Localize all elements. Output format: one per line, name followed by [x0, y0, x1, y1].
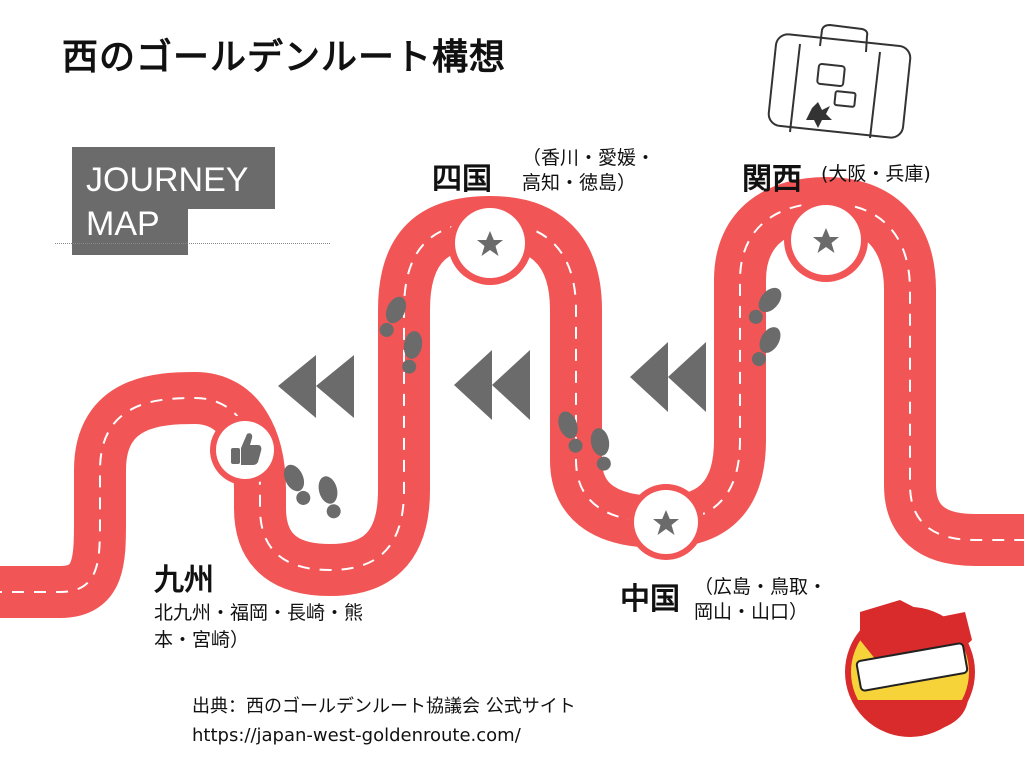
region-name-chugoku: 中国 — [620, 582, 680, 617]
source-url[interactable]: https://japan-west-goldenroute.com/ — [192, 725, 521, 746]
region-detail-kyushu-1: 北九州・福岡・長崎・熊 — [154, 602, 364, 624]
region-name-kyushu: 九州 — [154, 563, 214, 598]
marker-shikoku — [448, 201, 532, 285]
marker-kansai — [784, 198, 868, 282]
region-detail-kyushu-2: 本・宮崎） — [154, 629, 250, 651]
region-detail-chugoku-1: （広島・鳥取・ — [694, 576, 828, 598]
region-detail-shikoku-1: （香川・愛媛・ — [522, 147, 656, 169]
suitcase-icon — [767, 23, 912, 139]
journey-divider — [55, 243, 330, 244]
region-detail-kansai: (大阪・兵庫) — [821, 163, 931, 185]
region-detail-shikoku-2: 高知・徳島） — [522, 172, 637, 194]
region-name-shikoku: 四国 — [432, 162, 492, 197]
marker-kyushu — [210, 415, 280, 485]
source-citation: 出典：西のゴールデンルート協議会 公式サイト https://japan-wes… — [192, 692, 576, 750]
region-name-kansai: 関西 — [742, 162, 802, 197]
journey-map-label: JOURNEY MAP — [86, 161, 249, 243]
marker-chugoku — [628, 484, 704, 560]
page-title: 西のゴールデンルート構想 — [62, 37, 507, 78]
thumbs-up-icon — [231, 433, 262, 465]
rewind-arrows-icon — [278, 342, 706, 420]
region-detail-chugoku-2: 岡山・山口） — [694, 601, 809, 623]
golden-route-logo — [845, 600, 975, 737]
journey-box — [72, 147, 188, 255]
source-text: 出典：西のゴールデンルート協議会 公式サイト — [192, 696, 576, 717]
